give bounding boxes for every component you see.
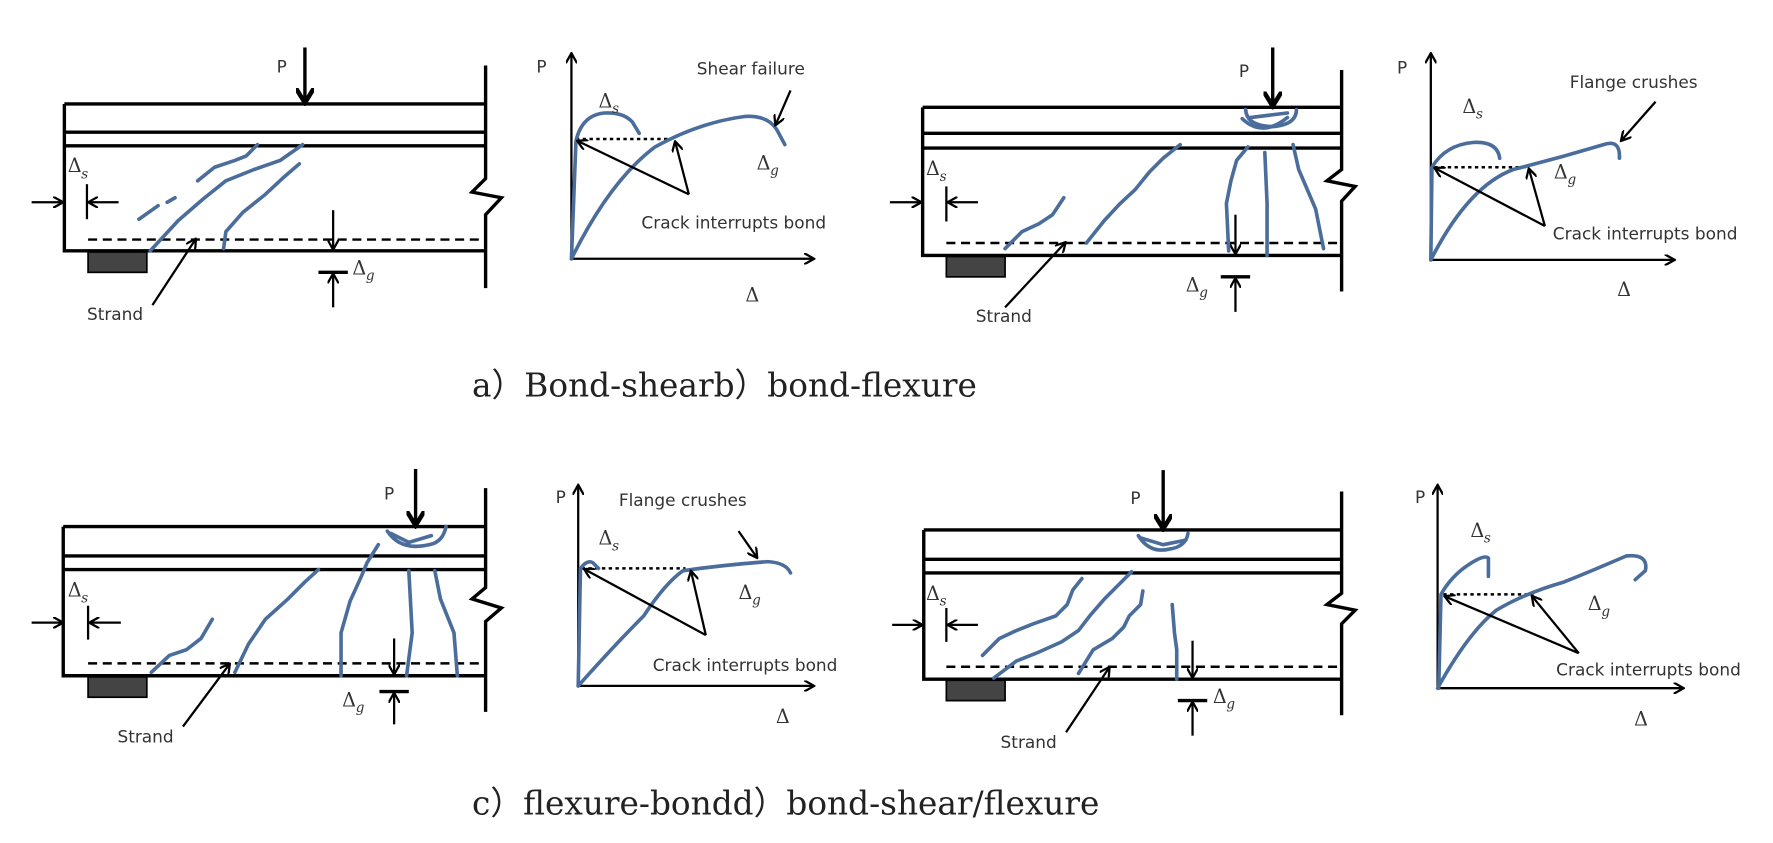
panel-a-beam: P Δ s Δ g Strand (31, 47, 505, 324)
bearing-pad (87, 676, 148, 699)
panel-b-plot: P Δ Δ s Δ g Crack interrupts bond Flange… (1397, 54, 1738, 301)
bearing-pad (945, 255, 1006, 278)
svg-text:P: P (1239, 61, 1249, 81)
svg-text:Δ: Δ (1213, 685, 1227, 708)
crack-interrupts-label: Crack interrupts bond (641, 212, 826, 232)
svg-text:Crack interrupts bond: Crack interrupts bond (1553, 224, 1738, 244)
panel-b-beam: P Δ s Δ g Strand (889, 47, 1359, 326)
svg-text:Flange crushes: Flange crushes (619, 490, 747, 510)
crack (148, 142, 305, 253)
load-label: P (277, 56, 287, 76)
svg-text:Strand: Strand (1001, 732, 1057, 752)
svg-text:P: P (1397, 57, 1407, 77)
slip-curve (569, 111, 641, 261)
svg-text:Flange crushes: Flange crushes (1570, 72, 1698, 92)
svg-text:s: s (81, 167, 88, 183)
svg-text:Crack interrupts bond: Crack interrupts bond (1556, 660, 1741, 680)
crack (195, 142, 260, 183)
crack (137, 195, 177, 222)
svg-text:Δ: Δ (926, 157, 940, 180)
svg-text:Strand: Strand (976, 306, 1032, 326)
svg-text:g: g (752, 593, 761, 609)
svg-text:s: s (612, 101, 619, 117)
svg-text:Δ: Δ (1462, 95, 1476, 118)
deflection-symbol: Δ (352, 257, 366, 280)
caption-top: a）Bond-shearb）bond-flexure (472, 367, 977, 405)
svg-text:P: P (1415, 487, 1425, 507)
svg-text:Δ: Δ (1470, 519, 1484, 542)
panel-d-beam: P Δ s Δ g Strand (892, 470, 1359, 752)
panel-a-plot: P Δ Δ s Δ g Crack interrupts bond Shear … (536, 54, 826, 307)
svg-text:g: g (1601, 604, 1610, 620)
svg-text:Δ: Δ (1186, 274, 1200, 297)
svg-text:s: s (1476, 107, 1483, 123)
svg-text:Δ: Δ (68, 579, 82, 602)
crack (221, 162, 302, 251)
svg-text:Δ: Δ (739, 581, 753, 604)
panel-d-plot: P Δ Δ s Δ g Crack interrupts bond (1415, 486, 1741, 730)
svg-text:Δ: Δ (599, 89, 613, 112)
strand-label: Strand (87, 304, 143, 324)
svg-text:s: s (612, 538, 619, 554)
bearing-pad (945, 679, 1006, 702)
svg-text:Δ: Δ (776, 705, 790, 728)
svg-text:Δ: Δ (342, 688, 356, 711)
panel-c-beam: P Δ s Δ g Strand (31, 468, 505, 746)
svg-text:g: g (770, 163, 779, 179)
svg-text:Δ: Δ (1617, 278, 1631, 301)
svg-text:Δ: Δ (1634, 707, 1648, 730)
svg-text:Crack interrupts bond: Crack interrupts bond (653, 655, 838, 675)
slip-symbol: Δ (68, 154, 82, 177)
deflection-curve (569, 114, 787, 261)
svg-text:Δ: Δ (1554, 161, 1568, 184)
svg-text:Δ: Δ (757, 151, 771, 174)
svg-text:Strand: Strand (117, 726, 173, 746)
svg-text:s: s (940, 169, 947, 185)
svg-text:s: s (81, 590, 88, 606)
svg-text:P: P (384, 483, 394, 503)
svg-text:Δ: Δ (926, 582, 940, 605)
bearing-pad (87, 251, 148, 274)
svg-text:g: g (366, 268, 375, 284)
x-axis-label: Δ (745, 284, 759, 307)
svg-text:P: P (556, 487, 566, 507)
y-axis-label: P (536, 56, 546, 76)
svg-text:Δ: Δ (1588, 592, 1602, 615)
svg-text:s: s (940, 594, 947, 610)
svg-text:g: g (356, 700, 365, 716)
panel-c-plot: P Δ Δ s Δ g Crack interrupts bond Flange… (556, 486, 838, 728)
failure-label: Shear failure (697, 59, 805, 79)
svg-text:P: P (1130, 488, 1140, 508)
svg-text:g: g (1226, 697, 1235, 713)
svg-text:Δ: Δ (599, 527, 613, 550)
svg-text:s: s (1484, 530, 1491, 546)
svg-text:g: g (1199, 285, 1208, 301)
caption-bottom: c）flexure-bondd）bond-shear/flexure (472, 785, 1099, 823)
svg-text:g: g (1567, 172, 1576, 188)
